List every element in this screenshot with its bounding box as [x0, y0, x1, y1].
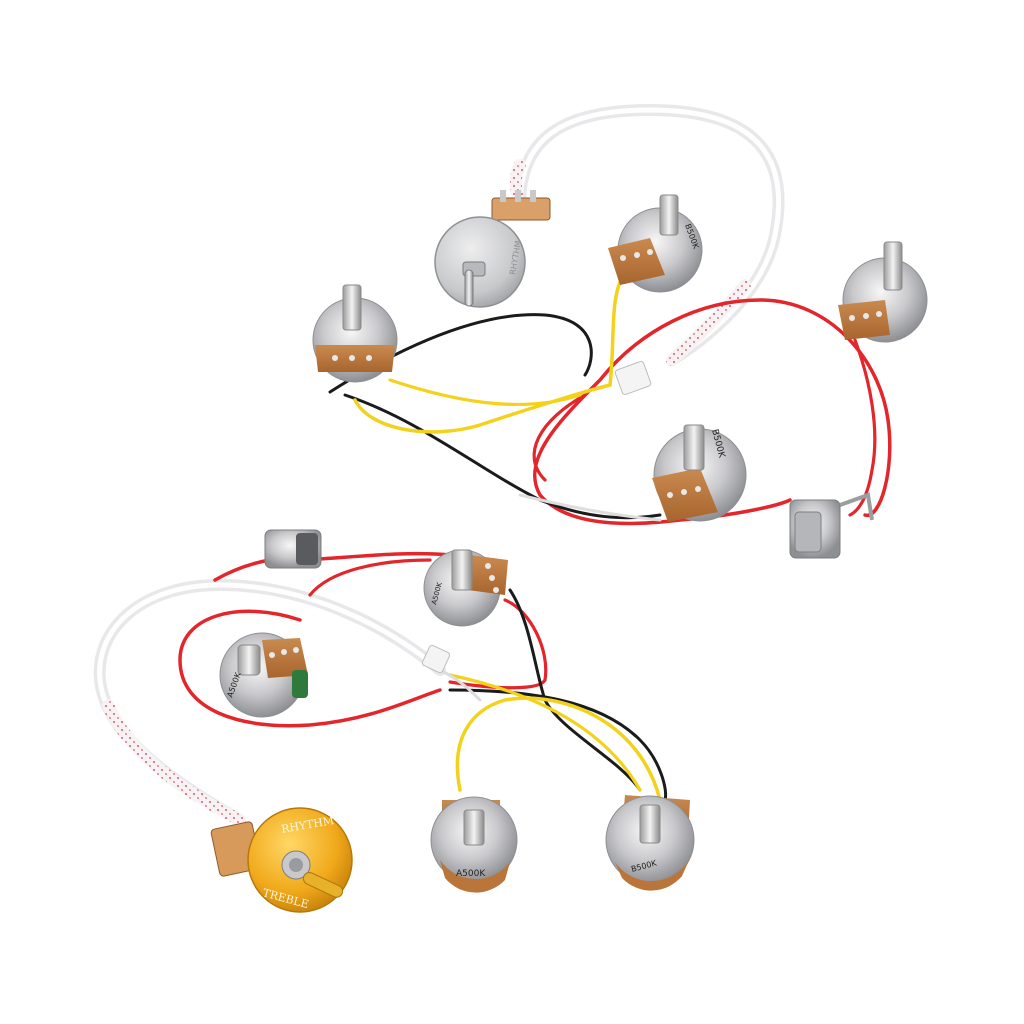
pot-upper-top-shaft — [659, 194, 679, 236]
pot-lower-bottom-right-label-band — [615, 858, 690, 891]
pot-lower-left: A500K — [219, 632, 308, 718]
pot-lower-bottom-right: B500K — [605, 795, 695, 891]
upper-jack-thread — [794, 511, 822, 553]
pot-upper-center: B500K — [652, 424, 747, 522]
lower-wires — [93, 551, 668, 826]
pot-upper-right-terminal-2 — [863, 313, 869, 319]
lower-yellow-wire — [455, 696, 662, 802]
pot-lower-bottom-left-shaft — [463, 809, 485, 846]
pot-lower-top-terminal-2 — [489, 575, 495, 581]
pot-lower-top: A500K — [423, 549, 508, 627]
upper-red-wire-3 — [848, 338, 877, 517]
upper-white-connector — [614, 360, 652, 396]
pot-upper-left-terminal-3 — [366, 355, 372, 361]
lower-switch-nut-inner — [289, 858, 303, 872]
lower-switch-lever — [302, 872, 344, 898]
lower-white-ribbon-tape — [102, 699, 246, 826]
pot-lower-left-terminal-3 — [293, 647, 299, 653]
pot-lower-top-terminal-1 — [485, 563, 491, 569]
pot-lower-bottom-right-shaft — [639, 804, 661, 844]
lower-white-wire-pair — [438, 668, 482, 702]
pot-lower-left-capacitor — [292, 670, 308, 698]
pot-upper-right-board — [838, 300, 890, 340]
upper-switch-lug-1 — [500, 190, 506, 202]
upper-black-wire-2 — [343, 393, 662, 520]
upper-toggle-switch: RHYTHM — [434, 190, 551, 308]
upper-switch-lug-2 — [515, 190, 521, 202]
pot-upper-top-terminal-1 — [620, 255, 626, 261]
pot-upper-center-board — [652, 468, 718, 522]
upper-jack-lug — [839, 492, 874, 521]
lower-yellow-wire-2 — [448, 673, 642, 792]
pot-upper-right-shaft — [883, 241, 903, 291]
pot-lower-left-shaft — [237, 644, 261, 676]
upper-white-wire-pair — [518, 493, 662, 522]
pot-lower-bottom-left-marking: A500K — [456, 869, 486, 879]
upper-output-jack — [789, 492, 874, 559]
pot-upper-center-terminal-1 — [667, 492, 673, 498]
pot-upper-left-terminal-2 — [349, 355, 355, 361]
lower-red-wire-2 — [178, 609, 442, 728]
pot-upper-left-shaft — [342, 284, 362, 331]
pot-upper-right-terminal-3 — [876, 311, 882, 317]
pot-lower-left-terminal-1 — [269, 652, 275, 658]
pot-upper-top-terminal-3 — [647, 249, 653, 255]
pot-upper-center-terminal-2 — [681, 489, 687, 495]
upper-switch-lug-3 — [530, 190, 536, 202]
lower-red-wire-3 — [308, 558, 432, 597]
lower-toggle-switch: RHYTHM TREBLE — [210, 807, 353, 913]
pot-upper-right — [838, 241, 928, 343]
pot-lower-top-board — [468, 555, 508, 595]
pot-upper-center-terminal-3 — [695, 486, 701, 492]
pot-upper-center-shaft — [683, 424, 705, 471]
upper-white-ribbon-tape-2 — [666, 279, 751, 366]
pot-upper-right-terminal-1 — [849, 315, 855, 321]
upper-yellow-wire-2 — [388, 378, 582, 407]
lower-white-connector — [421, 644, 451, 674]
upper-red-wire-2 — [532, 393, 587, 482]
pot-lower-left-terminal-2 — [281, 649, 287, 655]
pot-upper-left — [312, 284, 398, 383]
lower-output-jack — [264, 529, 322, 569]
pot-lower-top-shaft — [451, 549, 473, 591]
pot-upper-left-terminal-1 — [332, 355, 338, 361]
upper-switch-lever — [464, 269, 474, 307]
pot-upper-left-board — [315, 345, 395, 372]
lower-jack-thread — [296, 533, 318, 565]
pot-lower-bottom-left: A500K — [430, 796, 518, 893]
pot-lower-bottom-left-label-band — [440, 860, 510, 893]
pot-upper-top-terminal-2 — [634, 252, 640, 258]
upper-red-wire — [533, 298, 892, 526]
pot-lower-top-terminal-3 — [493, 587, 499, 593]
pot-upper-top: B500K — [608, 194, 703, 293]
